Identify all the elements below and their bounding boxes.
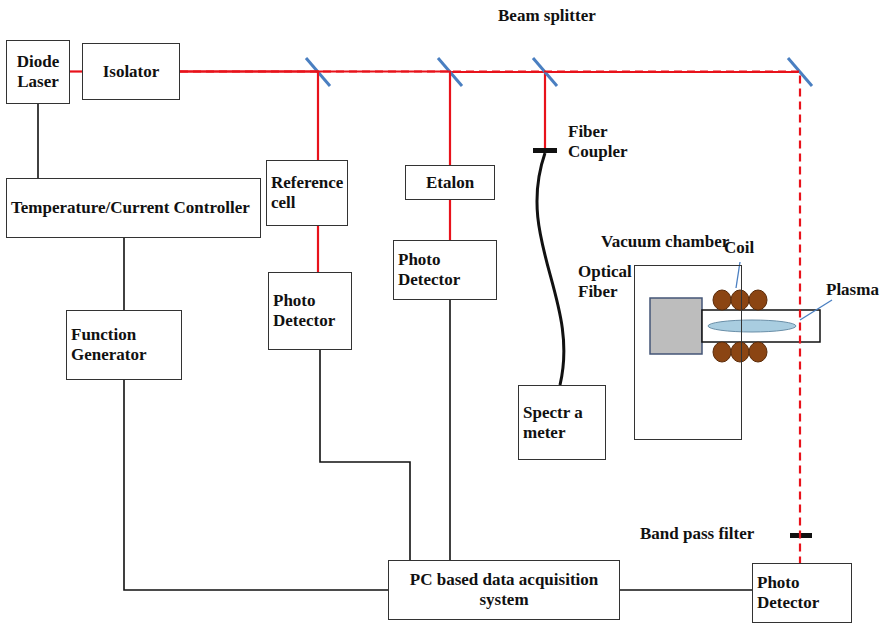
laser-beam — [317, 226, 319, 272]
component-label: Band pass filter — [640, 524, 780, 544]
component-label: Optical Fiber — [578, 262, 633, 301]
isolator-box: Isolator — [82, 43, 180, 100]
box-label: PC based data acquisition system — [393, 570, 615, 609]
reference-cell-box: Reference cell — [266, 160, 348, 226]
box-label: Photo Detector — [757, 573, 847, 612]
laser-beam — [180, 72, 318, 161]
box-label: Reference cell — [271, 173, 343, 212]
plasma-pointer — [800, 300, 832, 320]
signal-wire — [320, 350, 410, 560]
chamber-heading: Vacuum chamber — [601, 232, 729, 252]
fiber-coupler — [533, 148, 557, 153]
box-label: Diode Laser — [11, 52, 65, 91]
laser-box: Diode Laser — [6, 40, 70, 104]
signal-wire — [37, 104, 39, 178]
spectrometer-box: Spectr a meter — [518, 385, 606, 460]
box-label: Etalon — [426, 173, 474, 193]
controller-box: Temperature/Current Controller — [6, 178, 261, 238]
generator-box: Function Generator — [66, 310, 182, 380]
signal-wire — [620, 589, 752, 591]
signal-wire — [449, 300, 451, 560]
component-label: Fiber Coupler — [568, 122, 648, 161]
detector-box: Photo Detector — [393, 240, 497, 300]
optical-fiber — [537, 153, 564, 385]
signal-wire — [124, 380, 388, 590]
box-label: Isolator — [103, 62, 160, 82]
component-label: Beam splitter — [498, 6, 638, 26]
signal-wire — [123, 238, 125, 310]
laser-beam — [180, 72, 800, 564]
plasma-source — [650, 290, 820, 362]
detector-box: Photo Detector — [752, 563, 852, 623]
component-label: Plasma — [826, 280, 886, 300]
detector-box: Photo Detector — [268, 272, 352, 350]
laser-beam — [449, 200, 451, 240]
component-label: Coil — [724, 238, 774, 258]
laser-beam — [180, 72, 450, 166]
box-label: Photo Detector — [273, 291, 347, 330]
etalon-box: Etalon — [405, 165, 495, 200]
box-label: Photo Detector — [398, 250, 492, 289]
daq-box: PC based data acquisition system — [388, 560, 620, 620]
beam-line — [450, 72, 800, 150]
box-label: Function Generator — [71, 325, 177, 364]
vacuum-chamber: Vacuum chamber — [634, 265, 742, 440]
box-label: Temperature/Current Controller — [11, 198, 250, 218]
box-label: Spectr a meter — [523, 403, 601, 442]
laser-beam — [70, 70, 82, 72]
